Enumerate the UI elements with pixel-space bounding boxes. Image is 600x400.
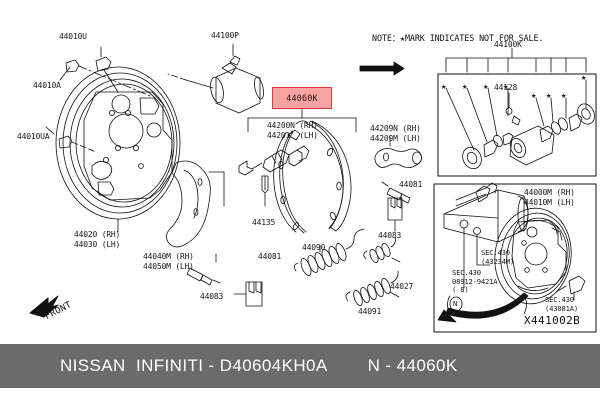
backing-plate-face [83, 91, 173, 201]
note-not-for-sale: NOTE：★MARK INDICATES NOT FOR SALE. [372, 33, 544, 43]
label-sec430-43081A: SEC.430 (43081A) [545, 295, 579, 313]
label-44010U: 44010U [59, 32, 87, 41]
label-44091: 44091 [358, 307, 382, 316]
label-sec430-bolt: SEC.430 08912-9421A ( 8) [452, 268, 498, 295]
label-44100P: 44100P [211, 31, 239, 40]
label-44081-lower: 44081 [258, 252, 282, 261]
detail-box-wheel-cylinder [437, 47, 597, 177]
star-icon-1: ★ [441, 82, 447, 92]
star-icon-7: ★ [561, 91, 567, 101]
shoe-plate-44083-left [233, 281, 263, 307]
front-direction-arrow [29, 295, 59, 318]
brake-shoe-secondary [273, 120, 308, 234]
star-icon-3: ★ [483, 82, 489, 92]
bolt-44010UA-head [58, 135, 73, 149]
return-spring-44090 [294, 228, 365, 276]
label-44027: 44027 [390, 282, 414, 291]
label-44010UA: 44010UA [17, 132, 50, 141]
label-44083-right: 44083 [378, 231, 402, 240]
brake-shoe-primary [305, 120, 352, 232]
star-icon-5: ★ [531, 91, 537, 101]
bleeder-screw [505, 107, 513, 115]
shoe-plate-44083-right [387, 197, 403, 232]
label-44083-left: 44083 [200, 292, 224, 301]
label-44040M-44050M: 44040M (RH) 44050M (LH) [143, 252, 194, 271]
hold-down-pin-44135 [261, 175, 269, 207]
highlighted-part-44060K[interactable]: 44060K [272, 87, 332, 109]
bolt-44010U [95, 56, 112, 72]
star-icon-4: ★ [503, 82, 509, 92]
label-44010A: 44010A [33, 81, 61, 90]
dust-cover-bracket [166, 160, 225, 248]
cyl-piston-left [483, 139, 499, 158]
star-icon-6: ★ [546, 91, 552, 101]
technical-line-art [29, 43, 597, 333]
star-icon-2: ★ [462, 82, 468, 92]
adjuster-spring-44027 [363, 237, 401, 264]
label-sec430-43234M: SEC.430 (43234M) [481, 248, 515, 266]
bolt-08912-9421A [459, 219, 469, 229]
label-circle-n: N [453, 299, 458, 308]
view-direction-arrow [359, 61, 405, 76]
drawing-code: X441002B [524, 314, 581, 327]
clip-44081-upper [381, 181, 411, 204]
adjuster-screw-assembly [238, 145, 310, 176]
label-44200N-44201: 44200N (RH) 44201 (LH) [267, 121, 318, 140]
hub-bore [108, 113, 144, 149]
clip-44081-lower [186, 253, 221, 286]
footer-bar: NISSAN INFINITI - D40604KH0A N - 44060K [0, 344, 600, 388]
label-44081-upper: 44081 [399, 180, 423, 189]
cyl-body [509, 125, 555, 166]
label-44090: 44090 [302, 243, 326, 252]
label-44020-44030: 44020 (RH) 44030 (LH) [74, 230, 121, 249]
footer-reference-text: N - 44060K [367, 356, 458, 375]
label-44128: 44128 [494, 83, 518, 92]
adjuster-lever-44209 [374, 136, 422, 168]
circle-n-marker [449, 296, 463, 312]
diagram-canvas: 44010U 44010A 44010UA 44100P 44020 (RH) … [17, 31, 597, 333]
cyl-boot-left [462, 146, 482, 170]
star-icon-8: ★ [581, 73, 587, 83]
wheel-cylinder-main [167, 43, 264, 114]
axle-tube [443, 189, 525, 243]
label-44135: 44135 [252, 218, 276, 227]
label-44000M-44010M: 44000M (RH) 44010M (LH) [524, 188, 575, 207]
label-44100K: 44100K [494, 40, 522, 49]
highlight-leader [247, 107, 357, 133]
return-spring-44091 [345, 270, 400, 307]
footer-brand-text: NISSAN INFINITI - D40604KH0A [60, 356, 328, 375]
label-44209N-44209M: 44209N (RH) 44209M (LH) [370, 124, 421, 143]
footer-bottom-strip [0, 388, 600, 400]
